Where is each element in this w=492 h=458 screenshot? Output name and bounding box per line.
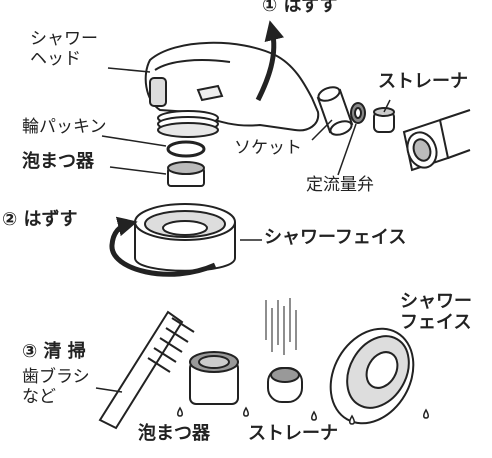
water-drops: [177, 406, 429, 425]
socket-label: ソケット: [234, 138, 302, 158]
shower-face-illustration: [134, 203, 236, 272]
leader-lines: [101, 67, 391, 241]
strainer-bottom-illustration: [267, 367, 303, 403]
fitting-illustration: [402, 109, 471, 172]
aerator-label: 泡まつ器: [22, 151, 94, 172]
strainer-top-label: ストレーナ: [378, 71, 468, 92]
toothbrush-illustration: [98, 310, 195, 430]
shower-face-2-label: シャワーフェイス: [400, 291, 472, 333]
ring-packing-label: 輪パッキン: [22, 117, 107, 137]
shower-face-label: シャワーフェイス: [264, 227, 407, 248]
strainer-bottom-label: ストレーナ: [248, 423, 338, 444]
aerator-bottom-illustration: [189, 351, 239, 405]
ring-packing-illustration: [166, 140, 206, 158]
aerator-top-illustration: [167, 161, 205, 187]
flow-valve-label: 定流量弁: [306, 175, 374, 195]
remove-arrow-1: [255, 20, 285, 102]
shower-head-illustration: [144, 41, 320, 138]
shower-face-bottom-illustration: [329, 327, 415, 425]
step3-label: ③ 清 掃: [22, 341, 86, 362]
aerator-bottom-label: 泡まつ器: [138, 423, 210, 444]
step1-label: ① はずす: [262, 0, 338, 16]
socket-illustration: [316, 86, 354, 136]
flow-valve-illustration: [350, 102, 366, 124]
shower-head-label: シャワーヘッド: [30, 29, 98, 69]
remove-arrow-2: [109, 216, 217, 277]
water-stream: [265, 298, 297, 355]
toothbrush-label: 歯ブラシなど: [22, 367, 90, 407]
step2-label: ② はずす: [2, 209, 78, 230]
